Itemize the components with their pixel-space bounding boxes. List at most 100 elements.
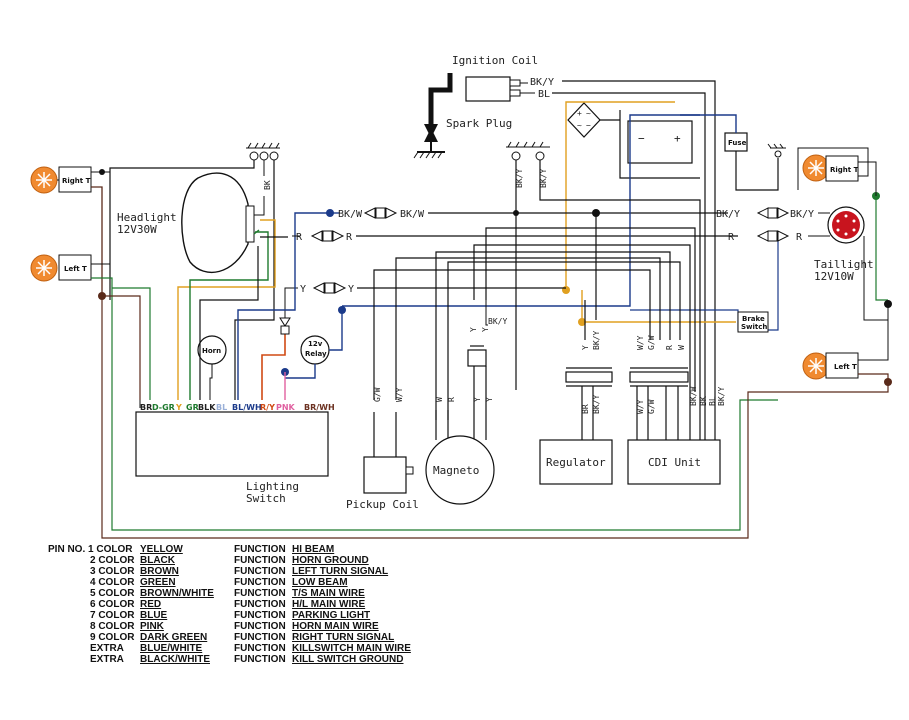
pin-function-label: FUNCTION (234, 544, 286, 555)
pin-color-value: BLACK/WHITE (140, 654, 210, 665)
headlight (181, 172, 249, 274)
brake-switch (737, 311, 769, 333)
ignition-coil-label: Ignition Coil (452, 54, 538, 67)
svg-text:W/Y: W/Y (636, 335, 645, 350)
pin-number-label: EXTRA (90, 643, 124, 654)
pin-function-value: LOW BEAM (292, 577, 348, 588)
pin-number-label: PIN NO. 1 COLOR (48, 544, 133, 555)
svg-text:BL: BL (538, 89, 550, 100)
pin-function-value: PARKING LIGHT (292, 610, 371, 621)
battery-minus: − (638, 132, 645, 145)
svg-text:Brake: Brake (742, 315, 765, 323)
pin-number-label: 3 COLOR (90, 566, 135, 577)
pin-color-value: BROWN (140, 566, 179, 577)
front-left-turn-lamp: Left T (30, 254, 92, 282)
taillight-spec: 12V10W (814, 270, 854, 283)
magneto-label: Magneto (433, 464, 479, 477)
pin-function-label: FUNCTION (234, 555, 286, 566)
svg-text:Y: Y (348, 284, 354, 295)
svg-text:BL: BL (708, 396, 717, 406)
svg-text:Right T: Right T (62, 177, 91, 185)
pin-function-value: HI BEAM (292, 544, 335, 555)
svg-text:Y: Y (581, 345, 590, 350)
svg-text:BK/W: BK/W (689, 387, 698, 406)
lighting-switch-label-1: Lighting (246, 480, 299, 493)
pin-function-value: T/S MAIN WIRE (292, 588, 365, 599)
svg-text:Horn: Horn (202, 347, 221, 355)
switch-pin-label: D-GR (152, 403, 175, 412)
pin-function-label: FUNCTION (234, 588, 286, 599)
switch-pin-label: PNK (276, 403, 296, 412)
pin-color-value: YELLOW (140, 544, 183, 555)
battery-plus: + (674, 132, 681, 145)
svg-text:BK/W: BK/W (338, 209, 363, 220)
svg-text:BK/Y: BK/Y (717, 387, 726, 406)
svg-text:W: W (677, 345, 686, 350)
taillight (827, 206, 865, 244)
svg-text:Right T: Right T (830, 166, 859, 174)
svg-text:Y: Y (473, 397, 482, 402)
svg-text:Y: Y (469, 327, 478, 332)
svg-text:12v: 12v (308, 340, 323, 348)
pin-color-value: BROWN/WHITE (140, 588, 214, 599)
svg-text:Y: Y (485, 397, 494, 402)
svg-text:−: − (586, 121, 591, 130)
svg-text:Switch: Switch (741, 323, 767, 331)
pin-function-label: FUNCTION (234, 654, 286, 665)
svg-text:Y: Y (481, 327, 490, 332)
pin-color-value: GREEN (140, 577, 176, 588)
cdi-unit-label: CDI Unit (648, 456, 701, 469)
ground-posts-mid (506, 141, 550, 161)
regulator-label: Regulator (546, 456, 606, 469)
pin-number-label: 7 COLOR (90, 610, 135, 621)
switch-pin-label: BLK (198, 403, 216, 412)
pin-number-label: 4 COLOR (90, 577, 135, 588)
svg-text:BK/Y: BK/Y (530, 77, 554, 88)
pin-function-value: RIGHT TURN SIGNAL (292, 632, 395, 643)
svg-text:W/Y: W/Y (395, 387, 404, 402)
headlight-label: Headlight (117, 211, 177, 224)
taillight-label: Taillight (814, 258, 874, 271)
lighting-switch (135, 411, 329, 477)
svg-text:Left T: Left T (64, 265, 87, 273)
pin-color-value: PINK (140, 621, 164, 632)
pin-number-label: 5 COLOR (90, 588, 135, 599)
svg-text:BK/Y: BK/Y (592, 331, 601, 350)
ignition-coil (465, 76, 511, 102)
pin-function-label: FUNCTION (234, 566, 286, 577)
svg-text:G/W: G/W (647, 335, 656, 350)
spark-plug-label: Spark Plug (446, 117, 512, 130)
pin-color-value: DARK GREEN (140, 632, 208, 643)
pin-color-value: RED (140, 599, 162, 610)
svg-text:Left T: Left T (834, 363, 857, 371)
svg-text:BK/Y: BK/Y (716, 209, 740, 220)
switch-pin-label: Y (175, 403, 182, 412)
svg-text:BK/Y: BK/Y (515, 169, 524, 188)
front-right-turn-lamp: Right T (30, 166, 92, 194)
svg-text:BR: BR (581, 404, 590, 414)
svg-text:~: ~ (586, 109, 591, 118)
pin-function-value: HORN GROUND (292, 555, 369, 566)
svg-text:R: R (447, 397, 456, 402)
svg-text:BK/Y: BK/Y (592, 395, 601, 414)
svg-text:W/Y: W/Y (636, 399, 645, 414)
svg-text:~: ~ (577, 121, 582, 130)
cdi-unit (627, 439, 721, 485)
pin-function-label: FUNCTION (234, 621, 286, 632)
switch-pin-label: BL/WH (232, 403, 262, 412)
pin-color-value: BLACK (140, 555, 175, 566)
pin-color-value: BLUE/WHITE (140, 643, 203, 654)
svg-text:BK: BK (699, 396, 708, 406)
pin-function-value: KILLSWITCH MAIN WIRE (292, 643, 411, 654)
switch-pin-label: R/Y (260, 403, 275, 412)
battery (627, 120, 693, 164)
headlight-spec: 12V30W (117, 223, 157, 236)
svg-text:BK: BK (263, 180, 272, 190)
switch-pin-label: GR (186, 403, 199, 412)
svg-text:BK/W: BK/W (400, 209, 425, 220)
svg-text:W: W (435, 397, 444, 402)
pin-function-label: FUNCTION (234, 599, 286, 610)
switch-pin-label: BR/WH (304, 403, 335, 412)
